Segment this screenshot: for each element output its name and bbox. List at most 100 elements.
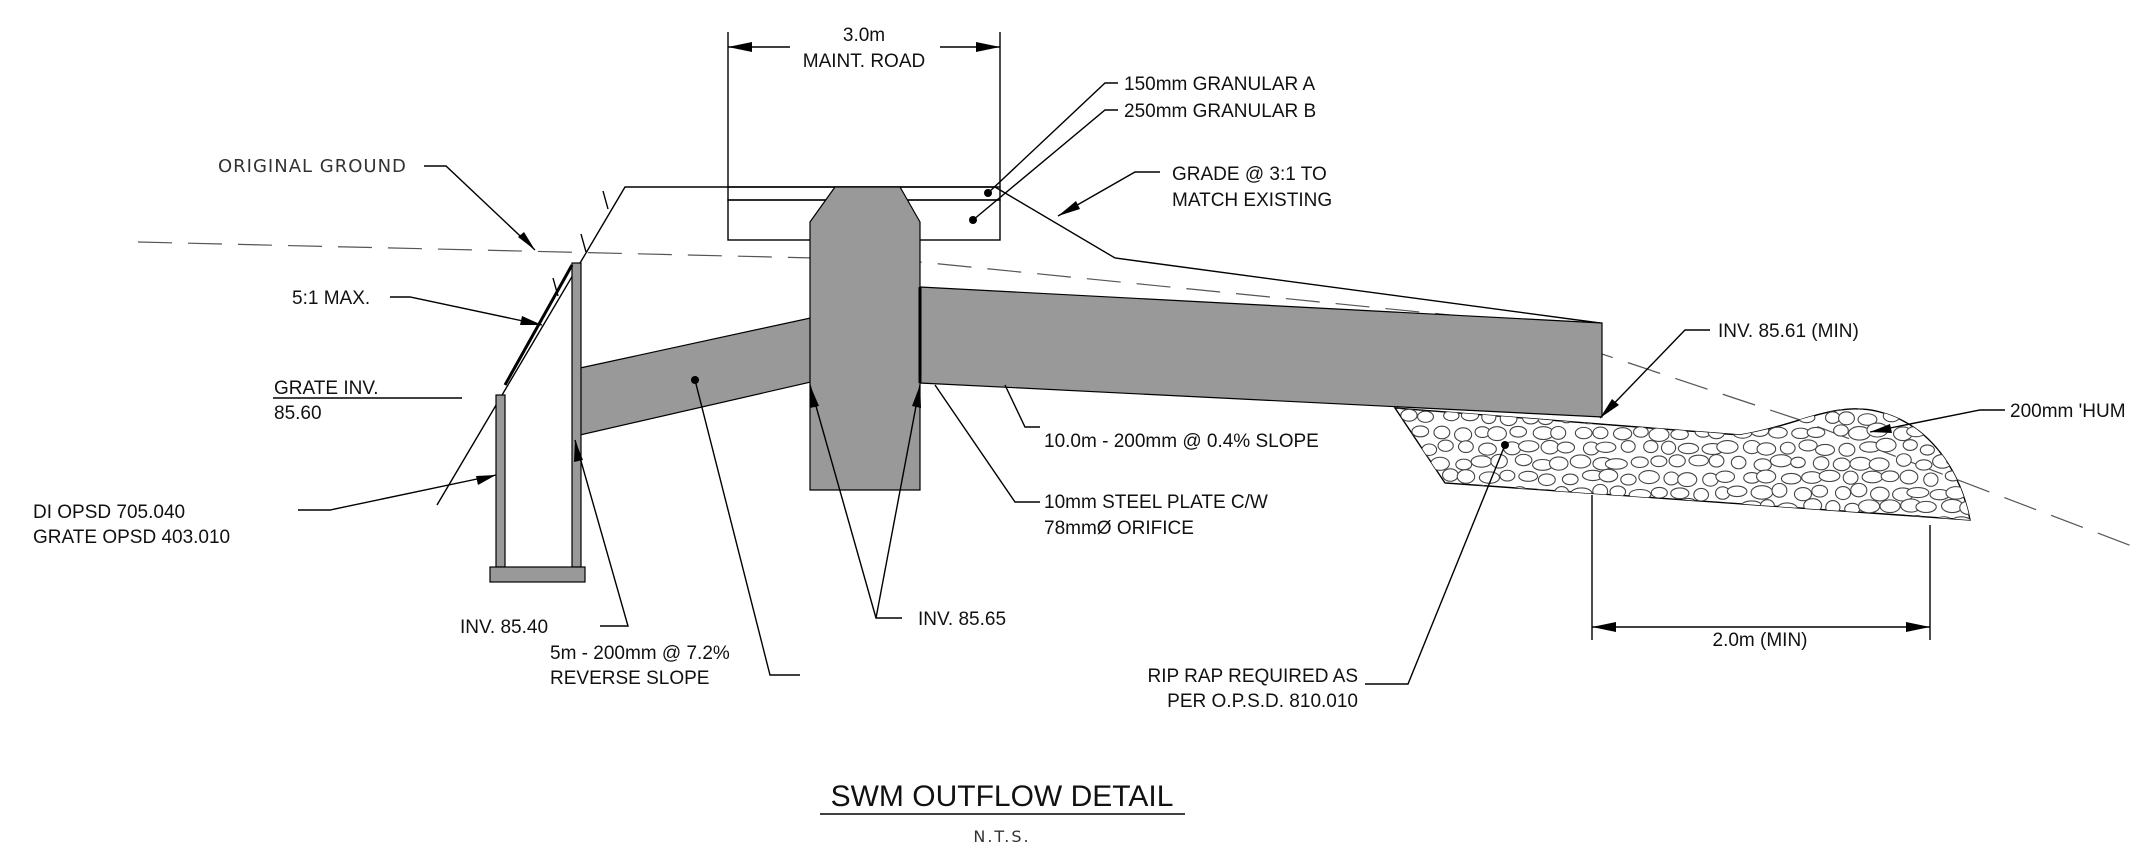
slope-ticks [552, 190, 609, 297]
riprap-stone [1779, 441, 1796, 455]
slope-max-label: 5:1 MAX. [292, 288, 370, 309]
riprap-stone [1830, 408, 1846, 412]
granular-a-label: 150mm GRANULAR A [1124, 74, 1315, 95]
original-ground-label: ORIGINAL GROUND [218, 156, 407, 177]
riprap-stone [1726, 485, 1748, 498]
riprap-stone [1600, 501, 1623, 517]
riprap-stone [1632, 426, 1649, 438]
riprap-stone [1598, 468, 1619, 483]
riprap-stone [1400, 408, 1418, 422]
riprap-stone [1857, 413, 1878, 426]
riprap-stone [1630, 456, 1649, 469]
outlet-pipe-label: 10.0m - 200mm @ 0.4% SLOPE [1044, 431, 1319, 452]
riprap-stone [1715, 470, 1736, 483]
riprap-stone [1756, 442, 1777, 456]
riprap-stone [1833, 424, 1849, 437]
riprap-stone [1430, 456, 1450, 471]
riprap-stone [1677, 472, 1698, 488]
riprap-stone [1688, 454, 1710, 467]
riprap-stone [1740, 500, 1763, 513]
riprap-stone [1672, 516, 1692, 520]
riprap-stone [1969, 408, 1970, 410]
riprap-stone [1978, 500, 1999, 511]
riprap-stone [1950, 423, 1970, 438]
riprap-stone [1933, 516, 1954, 520]
riprap-stone [1441, 499, 1463, 512]
riprap-stone [1871, 515, 1893, 520]
riprap-stone [1648, 396, 1666, 406]
control-manhole [809, 186, 921, 491]
riprap-stone [1593, 514, 1614, 520]
riprap-stone [1478, 442, 1497, 456]
riprap-stone [1798, 439, 1818, 452]
riprap-stone [1574, 426, 1593, 440]
ditch-inlet-wall-left [495, 394, 506, 568]
steel-plate-line1: 10mm STEEL PLATE C/W [1044, 492, 1268, 513]
riprap-stone [1975, 441, 1995, 454]
riprap-stone [1849, 456, 1872, 471]
riprap-stone [1915, 500, 1937, 514]
riprap-stone [1818, 469, 1841, 483]
riprap-stone [1985, 473, 2000, 484]
riprap-stone [1697, 408, 1720, 423]
riprap-stone [1480, 502, 1498, 516]
riprap-stone [1847, 517, 1866, 520]
riprap-stone [1411, 425, 1430, 438]
grade-label-line1: GRADE @ 3:1 TO [1172, 164, 1327, 185]
riprap-stone [1441, 468, 1459, 482]
riprap-stone [1906, 486, 1930, 499]
riprap-stone [1604, 458, 1628, 470]
riprap-stone [1448, 485, 1467, 498]
riprap-stone [1421, 443, 1438, 456]
riprap-stone [1395, 512, 1409, 520]
riprap-stone [1637, 413, 1660, 427]
riprap-stone [1932, 408, 1950, 412]
riprap-stone [1686, 513, 1708, 520]
hummock-label: 200mm 'HUM [2010, 401, 2126, 422]
riprap-stone [1811, 484, 1829, 498]
di-label-line1: DI OPSD 705.040 [33, 502, 185, 523]
grate-inv-title: GRATE INV. [274, 378, 379, 399]
riprap-stone [1915, 459, 1933, 471]
reverse-slope-line1: 5m - 200mm @ 7.2% [550, 643, 730, 664]
riprap-stone [1620, 473, 1637, 486]
riprap-stone [1832, 457, 1851, 472]
riprap-stone [1894, 516, 1911, 520]
riprap-length-label: 2.0m (MIN) [1713, 630, 1808, 651]
grate-inv-value: 85.60 [274, 403, 322, 424]
riprap-stone [1708, 454, 1725, 468]
riprap-stone [1750, 485, 1774, 500]
drawing-title: SWM OUTFLOW DETAIL [831, 780, 1174, 813]
riprap-stone [1834, 485, 1852, 501]
riprap-stone [1899, 469, 1919, 485]
riprap-stone [1499, 411, 1518, 427]
riprap-stone [1837, 411, 1855, 426]
riprap-stone [1528, 489, 1552, 501]
riprap-stone [1433, 425, 1451, 440]
riprap-stone [1518, 440, 1540, 453]
riprap-stone [1932, 454, 1953, 469]
riprap-stone [1869, 486, 1890, 502]
riprap-stone [1756, 469, 1777, 484]
riprap-stone [1460, 409, 1480, 422]
riprap-label-line2: PER O.P.S.D. 810.010 [1167, 691, 1358, 712]
riprap-stone [1407, 483, 1429, 497]
riprap-stone [1630, 408, 1652, 409]
riprap-stone [1670, 487, 1690, 500]
riprap-stone [1771, 482, 1788, 498]
riprap-stone [1509, 425, 1528, 438]
riprap-stone [1481, 410, 1497, 425]
riprap-stone [1825, 500, 1841, 515]
riprap-stone [1507, 517, 1528, 520]
grade-label-line2: MATCH EXISTING [1172, 190, 1332, 211]
riprap-stone [1730, 455, 1747, 470]
riprap-stone [1422, 468, 1439, 483]
riprap-stone [1869, 408, 1890, 411]
riprap-stone [1772, 408, 1794, 412]
riprap-stone [1980, 411, 1997, 421]
riprap-stone [1875, 437, 1897, 453]
riprap-stone [1663, 501, 1682, 514]
riprap-stone [1620, 439, 1636, 453]
drawing-subtitle: N.T.S. [973, 827, 1030, 846]
riprap-stone [1803, 498, 1823, 513]
